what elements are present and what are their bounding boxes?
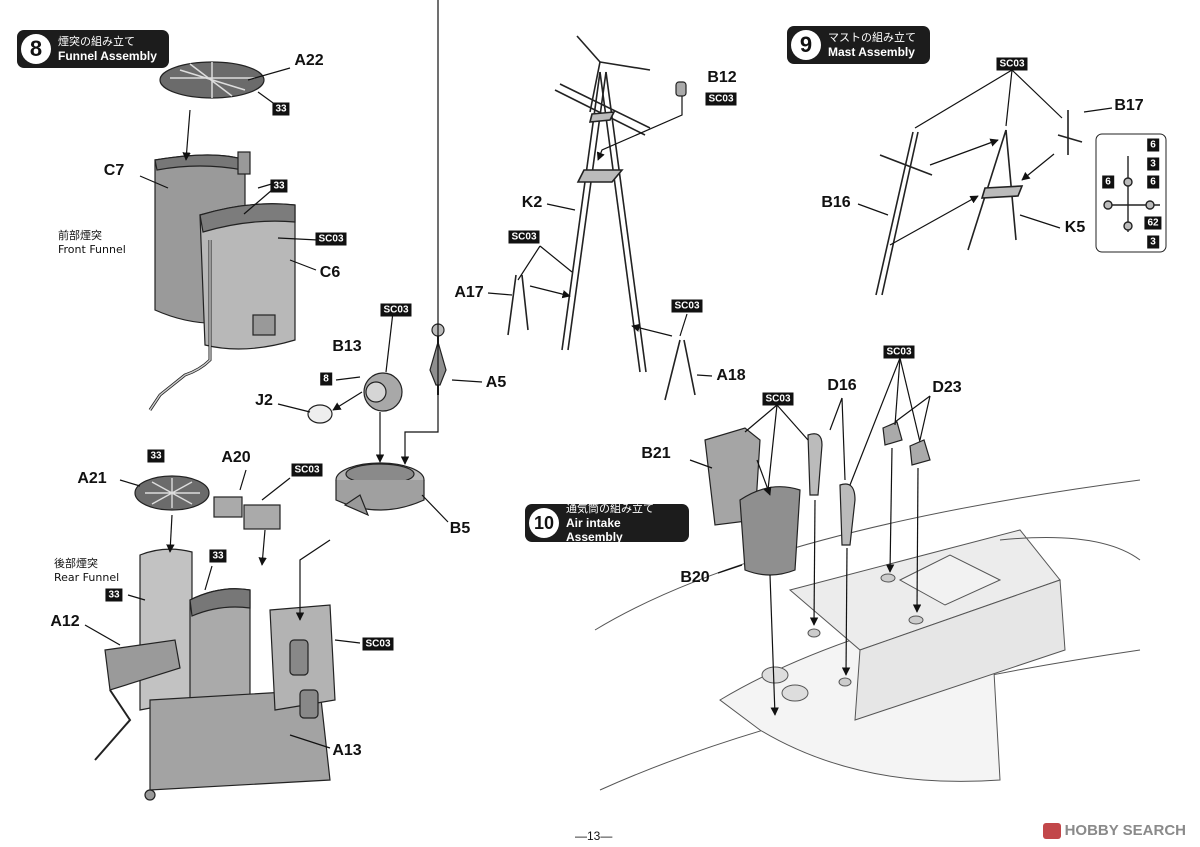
badge-33: 33 — [105, 588, 123, 602]
front-funnel-en: Front Funnel — [58, 243, 126, 256]
step-10-number: 10 — [529, 508, 559, 538]
part-a17-label: A17 — [454, 284, 484, 301]
part-a18-label: A18 — [716, 367, 746, 384]
badge-sc03: SC03 — [762, 392, 794, 406]
badge-33: 33 — [209, 549, 227, 563]
part-j2-label: J2 — [255, 392, 273, 409]
front-funnel-jp: 前部煙突 — [58, 229, 102, 242]
rear-funnel-drawing — [94, 475, 336, 801]
badge-62: 62 — [1144, 216, 1162, 230]
searchlight-drawing — [307, 323, 447, 517]
step-9-title-jp: マストの組み立て — [828, 31, 916, 44]
rear-funnel-jp: 後部煙突 — [54, 557, 98, 570]
part-a20-label: A20 — [221, 449, 251, 466]
front-funnel-drawing — [148, 61, 296, 411]
badge-sc03: SC03 — [705, 92, 737, 106]
badge-sc03: SC03 — [883, 345, 915, 359]
hull-deck-drawing — [594, 479, 1141, 791]
page-number: —13— — [575, 829, 613, 843]
part-a12-label: A12 — [50, 613, 80, 630]
part-b17-label: B17 — [1114, 97, 1144, 114]
main-mast-drawing — [507, 35, 696, 401]
badge-8: 8 — [320, 372, 332, 386]
part-k2-label: K2 — [521, 194, 543, 211]
part-c7-label: C7 — [103, 162, 125, 179]
badge-sc03: SC03 — [380, 303, 412, 317]
part-a22-label: A22 — [294, 52, 324, 69]
step-9-tag: 9 マストの組み立て Mast Assembly — [787, 26, 930, 64]
step-9-number: 9 — [791, 30, 821, 60]
badge-sc03: SC03 — [362, 637, 394, 651]
step-8-tag: 8 煙突の組み立て Funnel Assembly — [17, 30, 169, 68]
step-9-title-en: Mast Assembly — [828, 45, 915, 59]
step-10-title-jp: 通気筒の組み立て — [566, 502, 654, 515]
step-10-tag: 10 通気筒の組み立て Air intake Assembly — [525, 502, 689, 544]
step-8-title-jp: 煙突の組み立て — [58, 35, 135, 48]
badge-sc03: SC03 — [508, 230, 540, 244]
part-c6-label: C6 — [319, 264, 341, 281]
badge-3: 3 — [1147, 235, 1159, 249]
badge-sc03: SC03 — [996, 57, 1028, 71]
badge-6: 6 — [1147, 175, 1159, 189]
badge-33: 33 — [272, 102, 290, 116]
badge-6: 6 — [1102, 175, 1114, 189]
mast-assembly-drawing — [875, 110, 1083, 296]
part-a5-label: A5 — [485, 374, 507, 391]
part-a21-label: A21 — [77, 470, 107, 487]
watermark: HOBBY SEARCH — [1042, 822, 1186, 839]
part-b5-label: B5 — [449, 520, 471, 537]
part-b21-label: B21 — [641, 445, 671, 462]
badge-sc03: SC03 — [315, 232, 347, 246]
part-b16-label: B16 — [821, 194, 851, 211]
part-a13-label: A13 — [332, 742, 362, 759]
rear-funnel-en: Rear Funnel — [54, 571, 120, 584]
rear-funnel-note: 後部煙突 Rear Funnel — [54, 557, 119, 585]
badge-33: 33 — [270, 179, 288, 193]
watermark-logo-icon — [1042, 822, 1061, 839]
badge-sc03: SC03 — [291, 463, 323, 477]
part-b12-label: B12 — [707, 69, 737, 86]
part-d16-label: D16 — [827, 377, 857, 394]
part-d23-label: D23 — [932, 379, 962, 396]
part-b20-label: B20 — [680, 569, 710, 586]
air-intake-parts-drawing — [704, 421, 931, 576]
step-10-title-en: Air intake Assembly — [566, 516, 623, 544]
part-b13-label: B13 — [332, 338, 362, 355]
part-k5-label: K5 — [1064, 219, 1086, 236]
watermark-text: HOBBY SEARCH — [1064, 822, 1186, 839]
badge-33: 33 — [147, 449, 165, 463]
badge-6: 6 — [1147, 138, 1159, 152]
badge-sc03: SC03 — [671, 299, 703, 313]
step-8-title-en: Funnel Assembly — [58, 49, 157, 63]
front-funnel-note: 前部煙突 Front Funnel — [58, 229, 126, 257]
step-8-number: 8 — [21, 34, 51, 64]
badge-3: 3 — [1147, 157, 1159, 171]
